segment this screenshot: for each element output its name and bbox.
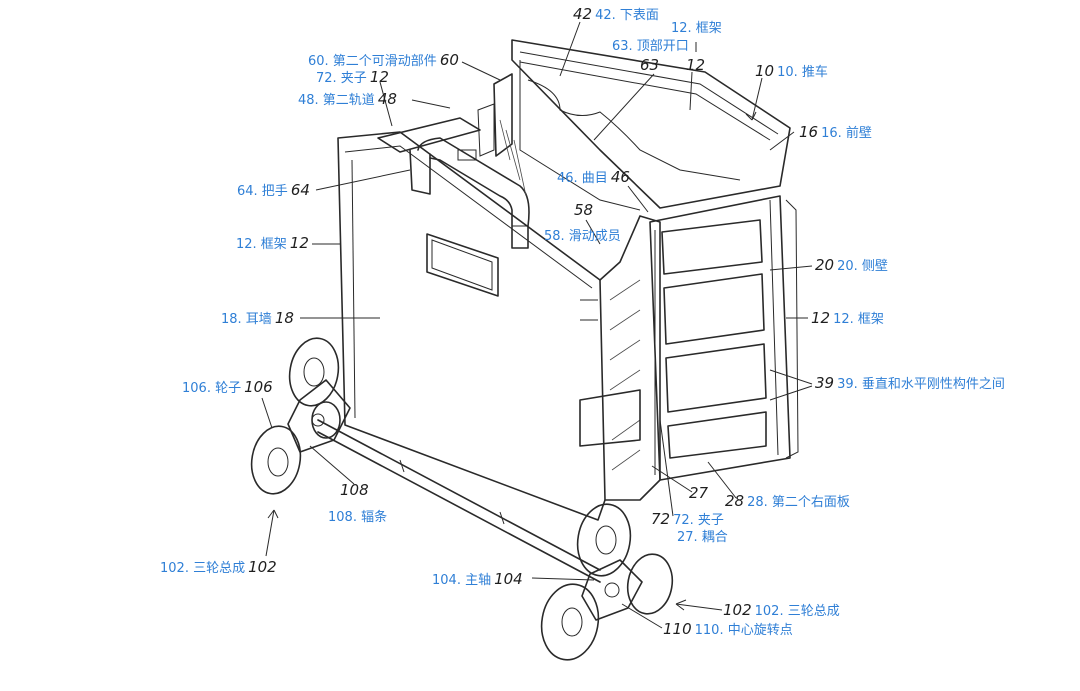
label-coupling-num: 27 — [689, 484, 709, 502]
label-top-opening: 63. 顶部开口 — [612, 39, 689, 54]
label-slide-member: 58. 滑动成员 — [544, 229, 621, 244]
ear-wall-panel — [337, 131, 606, 521]
label-frame-top: 12. 框架 — [671, 21, 722, 36]
num-63: 63 — [640, 56, 660, 74]
main-axle — [317, 419, 601, 583]
side-wall-panel — [649, 195, 799, 481]
num-108: 108 — [340, 481, 369, 499]
cart-frame — [511, 39, 791, 211]
label-spoke: 108. 辐条 — [328, 510, 388, 525]
left-tri-wheel-assembly — [250, 337, 351, 495]
second-slidable-member — [477, 73, 527, 197]
num-12-top: 12 — [686, 56, 706, 74]
num-58: 58 — [574, 201, 594, 219]
label-coupling: 27. 耦合 — [677, 530, 728, 545]
leader-lines — [261, 21, 813, 629]
hinge-column — [579, 215, 661, 501]
handle — [377, 117, 530, 249]
